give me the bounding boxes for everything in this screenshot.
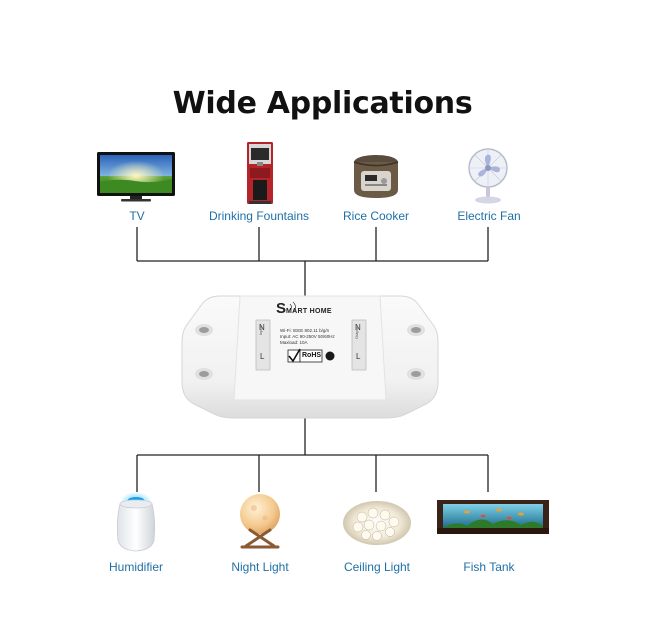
device-label-night-light: Night Light (231, 560, 289, 574)
device-label-tv: TV (129, 209, 145, 223)
switch-rohs: RoHS (302, 352, 322, 359)
device-label-drinking-fountains: Drinking Fountains (208, 209, 310, 223)
terminal-n-left: N (259, 323, 265, 332)
humidifier-icon (116, 492, 156, 552)
switch-spec-2: Input: AC 90-250V 50/60Hz (280, 334, 335, 339)
switch-brand: SMART HOME (276, 300, 332, 318)
terminal-n-right: N (355, 323, 361, 332)
smart-switch-module (181, 295, 439, 419)
switch-spec-1: Wi-Fi: IEEE 802.11 b/g/n (280, 328, 330, 333)
device-label-humidifier: Humidifier (108, 560, 163, 574)
device-label-rice-cooker: Rice Cooker (342, 209, 410, 223)
tv-icon (97, 152, 175, 202)
switch-output-label: Output (354, 326, 359, 339)
moon-lamp-icon (240, 494, 280, 549)
device-label-fish-tank: Fish Tank (463, 560, 515, 574)
aquarium-icon (437, 500, 549, 534)
ceiling-light-icon (343, 501, 411, 545)
device-label-ceiling-light: Ceiling Light (343, 560, 411, 574)
rice-cooker-icon (353, 155, 399, 198)
device-label-electric-fan: Electric Fan (457, 209, 521, 223)
switch-input-label: Input (258, 326, 263, 335)
switch-brand-rest: MART HOME (286, 308, 332, 315)
switch-spec-3: Maxload: 10A (280, 340, 308, 345)
electric-fan-icon (468, 148, 508, 204)
terminal-l-left: L (260, 352, 265, 361)
page-title: Wide Applications (172, 86, 473, 121)
terminal-l-right: L (356, 352, 361, 361)
switch-brand-initial: S (276, 300, 287, 317)
water-dispenser-icon (247, 142, 273, 204)
